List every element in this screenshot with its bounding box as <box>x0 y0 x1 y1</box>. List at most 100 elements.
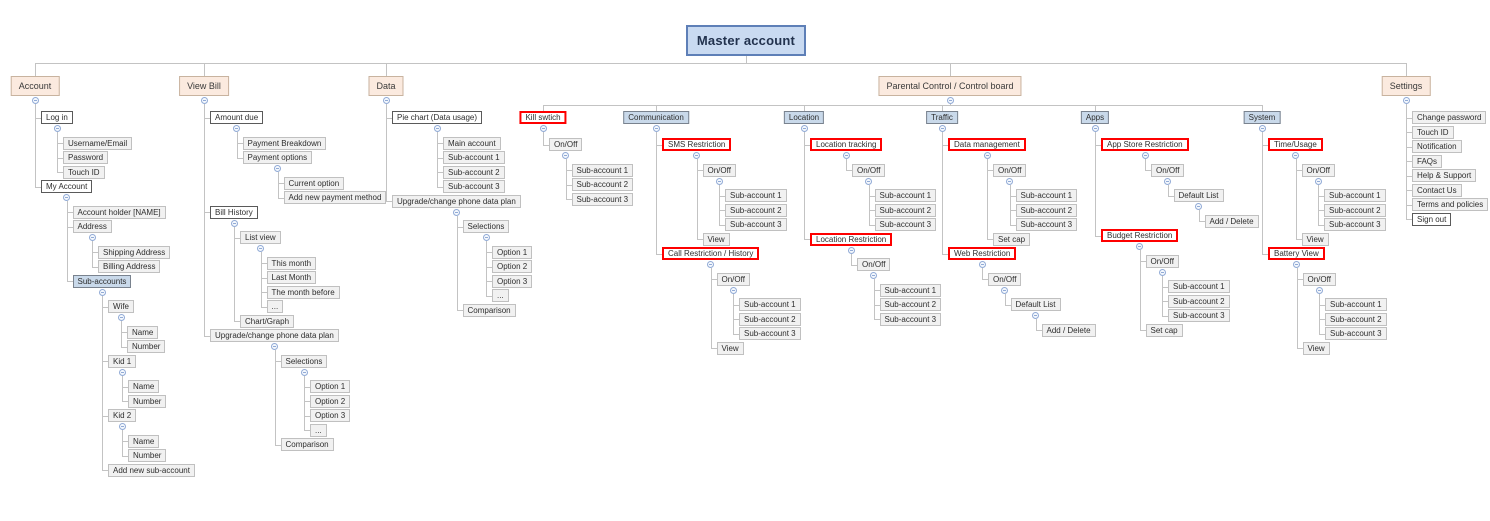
node-on-off[interactable]: On/Off <box>549 138 583 151</box>
node-main-account[interactable]: Main account <box>443 137 501 150</box>
node-touch-id[interactable]: Touch ID <box>1412 126 1454 139</box>
collapse-icon[interactable] <box>119 423 126 430</box>
node-sub-account-2[interactable]: Sub-account 2 <box>725 204 787 217</box>
node-option-3[interactable]: Option 3 <box>492 275 533 288</box>
collapse-icon[interactable] <box>63 194 70 201</box>
node-option-3[interactable]: Option 3 <box>310 409 351 422</box>
node-sub-account-1[interactable]: Sub-account 1 <box>1168 280 1230 293</box>
node-terms-and-policies[interactable]: Terms and policies <box>1412 198 1489 211</box>
node-on-off[interactable]: On/Off <box>988 273 1022 286</box>
collapse-icon[interactable] <box>843 152 850 159</box>
node-chart-graph[interactable]: Chart/Graph <box>240 315 295 328</box>
node-current-option[interactable]: Current option <box>283 177 345 190</box>
node-billing-address[interactable]: Billing Address <box>98 260 161 273</box>
collapse-icon[interactable] <box>801 125 808 132</box>
collapse-icon[interactable] <box>201 97 208 104</box>
node-location-restriction[interactable]: Location Restriction <box>810 233 893 246</box>
collapse-icon[interactable] <box>453 209 460 216</box>
collapse-icon[interactable] <box>1092 125 1099 132</box>
collapse-icon[interactable] <box>1316 287 1323 294</box>
node-call-restriction-history[interactable]: Call Restriction / History <box>662 247 760 260</box>
node-view[interactable]: View <box>1302 342 1330 355</box>
node-on-off[interactable]: On/Off <box>1302 273 1336 286</box>
node-on-off[interactable]: On/Off <box>1145 255 1179 268</box>
collapse-icon[interactable] <box>653 125 660 132</box>
node-password[interactable]: Password <box>63 151 109 164</box>
node-parental-control-control-board[interactable]: Parental Control / Control board <box>878 76 1022 96</box>
node-view[interactable]: View <box>1301 233 1329 246</box>
node-default-list[interactable]: Default List <box>1010 298 1061 311</box>
node-budget-restriction[interactable]: Budget Restriction <box>1101 229 1179 242</box>
collapse-icon[interactable] <box>1006 178 1013 185</box>
node-number[interactable]: Number <box>127 340 166 353</box>
collapse-icon[interactable] <box>1001 287 1008 294</box>
node-name[interactable]: Name <box>127 326 159 339</box>
node-payment-options[interactable]: Payment options <box>242 151 313 164</box>
collapse-icon[interactable] <box>1315 178 1322 185</box>
node-sub-account-1[interactable]: Sub-account 1 <box>1015 189 1078 202</box>
node-upgrade-change-phone-data-plan[interactable]: Upgrade/change phone data plan <box>210 329 339 342</box>
node-sub-account-2[interactable]: Sub-account 2 <box>1015 204 1078 217</box>
collapse-icon[interactable] <box>301 369 308 376</box>
node-name[interactable]: Name <box>128 380 160 393</box>
node-option-2[interactable]: Option 2 <box>492 260 533 273</box>
collapse-icon[interactable] <box>1159 269 1166 276</box>
collapse-icon[interactable] <box>1142 152 1149 159</box>
node-on-off[interactable]: On/Off <box>1151 164 1185 177</box>
node-view[interactable]: View <box>702 233 730 246</box>
node-sub-account-2[interactable]: Sub-account 2 <box>571 178 634 191</box>
node-list-view[interactable]: List view <box>240 231 281 244</box>
node-add-new-payment-method[interactable]: Add new payment method <box>283 191 387 204</box>
collapse-icon[interactable] <box>540 125 547 132</box>
node-location[interactable]: Location <box>783 111 825 124</box>
node-sub-account-3[interactable]: Sub-account 3 <box>739 327 801 340</box>
node-on-off[interactable]: On/Off <box>1301 164 1335 177</box>
node-sub-account-1[interactable]: Sub-account 1 <box>879 284 942 297</box>
node-time-usage[interactable]: Time/Usage <box>1268 138 1323 151</box>
node-number[interactable]: Number <box>128 395 167 408</box>
collapse-icon[interactable] <box>257 245 264 252</box>
node-touch-id[interactable]: Touch ID <box>63 166 105 179</box>
node-faqs[interactable]: FAQs <box>1412 155 1443 168</box>
node-wife[interactable]: Wife <box>108 300 134 313</box>
node-settings[interactable]: Settings <box>1381 76 1431 96</box>
collapse-icon[interactable] <box>1293 261 1300 268</box>
node-address[interactable]: Address <box>72 220 112 233</box>
collapse-icon[interactable] <box>939 125 946 132</box>
node-help-support[interactable]: Help & Support <box>1412 169 1477 182</box>
collapse-icon[interactable] <box>693 152 700 159</box>
node-communication[interactable]: Communication <box>623 111 689 124</box>
node-sub-account-1[interactable]: Sub-account 1 <box>1325 298 1387 311</box>
node-web-restriction[interactable]: Web Restriction <box>948 247 1017 260</box>
node-location-tracking[interactable]: Location tracking <box>810 138 883 151</box>
collapse-icon[interactable] <box>271 343 278 350</box>
node-sub-account-3[interactable]: Sub-account 3 <box>1324 218 1386 231</box>
node-view[interactable]: View <box>716 342 744 355</box>
node-payment-breakdown[interactable]: Payment Breakdown <box>242 137 327 150</box>
collapse-icon[interactable] <box>1292 152 1299 159</box>
node-selections[interactable]: Selections <box>280 355 328 368</box>
node-on-off[interactable]: On/Off <box>857 258 891 271</box>
collapse-icon[interactable] <box>707 261 714 268</box>
node-data[interactable]: Data <box>368 76 404 96</box>
collapse-icon[interactable] <box>231 220 238 227</box>
collapse-icon[interactable] <box>848 247 855 254</box>
node-on-off[interactable]: On/Off <box>993 164 1027 177</box>
node-system[interactable]: System <box>1243 111 1281 124</box>
node-sub-account-3[interactable]: Sub-account 3 <box>1325 327 1387 340</box>
node-view-bill[interactable]: View Bill <box>179 76 229 96</box>
node-upgrade-change-phone-data-plan[interactable]: Upgrade/change phone data plan <box>392 195 521 208</box>
node-sub-account-2[interactable]: Sub-account 2 <box>739 313 801 326</box>
node-account-holder-name[interactable]: Account holder [NAME] <box>72 206 166 219</box>
node-kill-swtich[interactable]: Kill swtich <box>519 111 567 124</box>
node-app-store-restriction[interactable]: App Store Restriction <box>1101 138 1189 151</box>
node-master-account[interactable]: Master account <box>686 25 806 56</box>
node-option-2[interactable]: Option 2 <box>310 395 351 408</box>
node-selections[interactable]: Selections <box>462 220 510 233</box>
node-option-1[interactable]: Option 1 <box>492 246 533 259</box>
node-name[interactable]: Name <box>128 435 160 448</box>
node-bill-history[interactable]: Bill History <box>210 206 258 219</box>
node-battery-view[interactable]: Battery View <box>1268 247 1325 260</box>
node-add-new-sub-account[interactable]: Add new sub-account <box>108 464 195 477</box>
node-add-delete[interactable]: Add / Delete <box>1204 215 1259 228</box>
